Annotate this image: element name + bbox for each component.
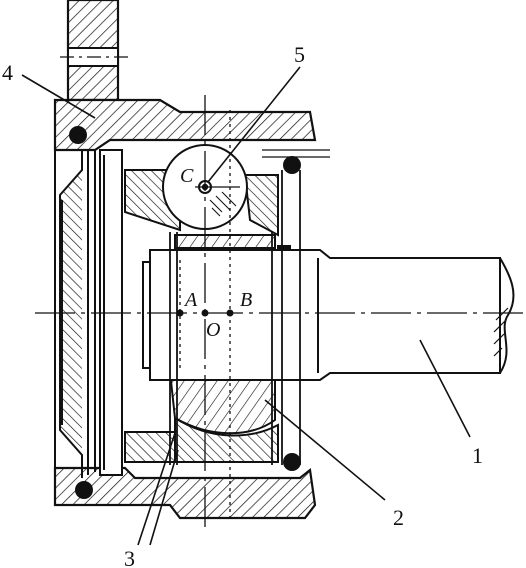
inner-hub bbox=[168, 234, 276, 435]
shaft-break-hatch bbox=[493, 307, 509, 357]
label-part-5: 5 bbox=[294, 42, 305, 67]
label-part-2: 2 bbox=[393, 505, 404, 530]
point-label-o: O bbox=[206, 319, 220, 341]
ball-hatch bbox=[209, 191, 237, 217]
point-label-a: A bbox=[183, 289, 198, 311]
label-part-3: 3 bbox=[124, 546, 135, 568]
flange-bolt-hole bbox=[60, 47, 130, 67]
point-label-b: B bbox=[240, 289, 252, 311]
end-cover bbox=[54, 118, 96, 505]
outer-housing bbox=[53, 0, 317, 520]
label-part-1: 1 bbox=[472, 443, 483, 468]
reference-points bbox=[176, 309, 234, 317]
cage-vertical-lines bbox=[169, 170, 301, 465]
shaft bbox=[142, 249, 515, 381]
label-part-4: 4 bbox=[2, 60, 13, 85]
point-label-c: C bbox=[180, 165, 194, 187]
leader-lines bbox=[21, 66, 471, 546]
